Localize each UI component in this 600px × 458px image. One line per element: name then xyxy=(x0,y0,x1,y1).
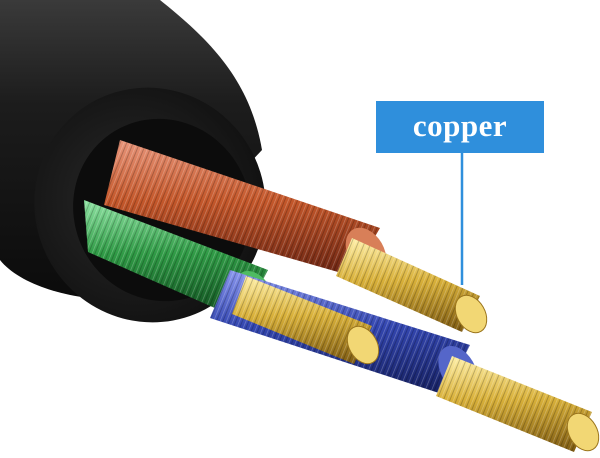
copper-callout-label: copper xyxy=(376,101,544,153)
gold-conductor-bottom xyxy=(436,356,600,452)
gold-conductor-left xyxy=(232,276,380,365)
gold-conductor-top xyxy=(336,238,488,334)
